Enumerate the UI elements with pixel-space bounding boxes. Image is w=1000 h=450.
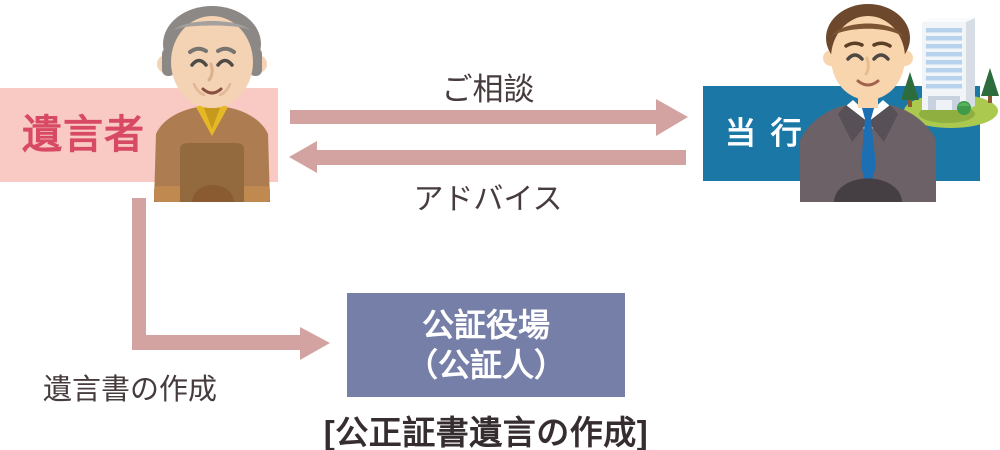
bank-box-label: 当 行 [725, 116, 805, 151]
will-arrow-label: 遺言書の作成 [43, 374, 218, 406]
consult-arrow-icon [290, 99, 688, 136]
bank-building-illustration [902, 18, 999, 128]
testator-illustration [154, 6, 270, 202]
advice-arrow-label: アドバイス [413, 183, 563, 216]
will-arrow-icon [132, 198, 330, 360]
notary-box-label-line1: 公証役場 [421, 307, 550, 343]
notary-box: 公証役場 （公証人） [347, 293, 625, 397]
testator-box-label: 遺言者 [22, 113, 145, 157]
notary-box-label-line2: （公証人） [405, 347, 566, 383]
consult-arrow-label: ご相談 [441, 72, 535, 107]
advice-arrow-icon [289, 141, 686, 173]
banker-illustration [800, 4, 936, 202]
diagram-caption: [公正証書遺言の作成] [323, 414, 649, 450]
